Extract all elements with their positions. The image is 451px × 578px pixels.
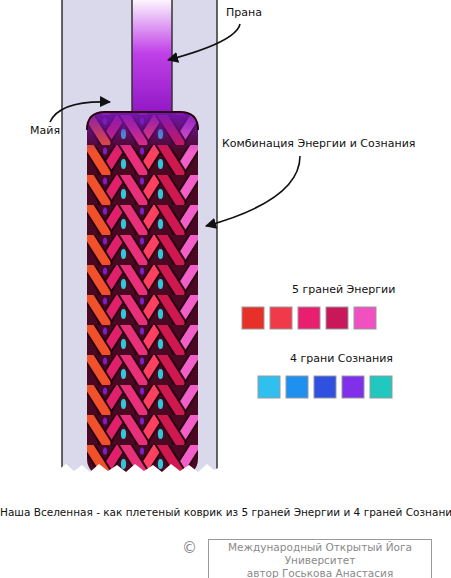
diagram-caption: Наша Вселенная - как плетеный коврик из … [0, 506, 451, 519]
callout-label: Комбинация Энергии и Сознания [222, 137, 415, 150]
watermark-box: Международный Открытый Йога Университета… [208, 539, 432, 578]
callout-label: Прана [226, 6, 262, 19]
copyright-mark: © [182, 539, 197, 557]
callout-label: 5 граней Энергии [292, 283, 395, 296]
callout-label: 4 грани Сознания [290, 352, 393, 365]
callout-label: Майя [30, 124, 60, 137]
watermark-text: автор Госькова Анастасия [213, 567, 427, 578]
watermark-text: Международный Открытый Йога Университет [213, 541, 427, 567]
